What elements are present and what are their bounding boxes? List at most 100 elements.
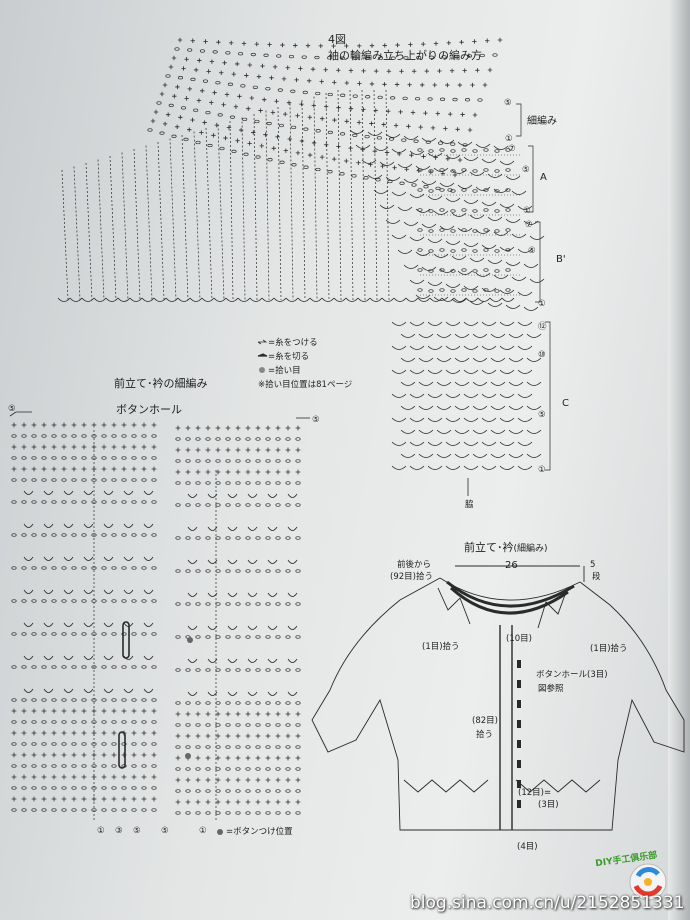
dc-column — [205, 127, 213, 301]
sc-stitch — [203, 39, 208, 44]
chain-stitch — [427, 97, 433, 101]
sc-stitch — [41, 752, 47, 758]
sc-stitch — [275, 733, 281, 739]
chain-stitch — [225, 635, 231, 639]
chain-loop — [409, 345, 425, 350]
chain-stitch — [195, 536, 201, 540]
chain-loop — [63, 490, 74, 495]
sc-stitch — [190, 117, 195, 123]
chain-loop — [227, 526, 238, 531]
chain-loop — [227, 559, 238, 564]
chain-loop — [481, 201, 497, 206]
chain-stitch — [121, 742, 127, 746]
chain-loop — [57, 297, 71, 302]
chain-stitch — [225, 51, 231, 55]
sc-stitch — [21, 774, 27, 780]
sc-stitch — [184, 96, 189, 101]
chain-loop — [427, 393, 443, 398]
chain-loop — [267, 526, 278, 531]
sc-stitch — [216, 40, 221, 45]
chain-loop — [526, 333, 542, 338]
chain-stitch — [461, 288, 467, 292]
chain-loop — [517, 248, 533, 253]
sc-stitch — [131, 444, 137, 450]
sc-stitch — [221, 102, 226, 107]
chain-stitch — [121, 786, 127, 790]
chain-stitch — [101, 808, 107, 812]
sc-stitch — [435, 111, 440, 116]
chain-stitch — [285, 668, 291, 672]
dc-column — [385, 89, 390, 301]
chain-stitch — [275, 536, 281, 540]
sc-stitch — [196, 98, 202, 103]
sc-stitch — [459, 40, 464, 45]
chain-stitch — [215, 635, 221, 639]
from-back-count: (92目)拾う — [390, 572, 433, 582]
chain-stitch — [245, 668, 251, 672]
chain-stitch — [61, 566, 67, 570]
sc-stitch — [356, 160, 361, 165]
schematic-buttonhole — [517, 680, 521, 688]
chain-stitch — [71, 599, 77, 603]
sc-stitch — [111, 708, 117, 714]
chain-loop — [143, 523, 154, 528]
chain-loop — [463, 242, 479, 247]
sc-stitch — [195, 777, 201, 783]
chain-stitch — [91, 533, 97, 537]
sc-stitch — [41, 466, 47, 472]
sc-stitch — [51, 752, 57, 758]
sc-stitch — [275, 799, 281, 805]
row-mark: ⑤ — [504, 98, 512, 108]
chain-stitch — [265, 701, 271, 705]
sc-stitch — [295, 755, 301, 761]
sc-stitch — [81, 730, 87, 736]
row-mark: ⑩ — [538, 350, 546, 360]
chain-stitch — [61, 698, 67, 702]
chain-stitch — [417, 208, 423, 212]
cardigan-outline — [311, 577, 685, 831]
dc-column — [169, 138, 177, 301]
chain-stitch — [340, 93, 346, 97]
chain-stitch — [21, 599, 27, 603]
chain-stitch — [131, 720, 137, 724]
sc-stitch — [185, 733, 191, 739]
chain-stitch — [235, 569, 241, 573]
chain-stitch — [101, 665, 107, 669]
chain-loop — [463, 393, 479, 398]
sc-stitch — [81, 752, 87, 758]
chain-stitch — [11, 632, 17, 636]
chain-stitch — [275, 723, 281, 727]
label-section-b: B' — [556, 254, 566, 265]
chain-loop — [369, 297, 383, 302]
chain-loop — [508, 405, 524, 410]
chain-stitch — [21, 478, 27, 482]
chain-stitch — [111, 500, 117, 504]
sc-stitch — [344, 119, 349, 124]
chain-stitch — [428, 55, 434, 59]
chain-stitch — [423, 185, 429, 189]
sc-stitch — [306, 78, 312, 84]
chain-loop — [477, 297, 491, 302]
chain-stitch — [121, 566, 127, 570]
sc-stitch — [275, 469, 281, 475]
chain-loop — [418, 333, 434, 338]
sc-stitch — [11, 422, 17, 428]
chain-loop — [227, 658, 238, 663]
chain-loop — [227, 493, 238, 498]
chain-loop — [436, 429, 452, 434]
sc-stitch — [61, 444, 67, 450]
chain-loop — [427, 152, 443, 157]
chain-stitch — [61, 500, 67, 504]
sc-stitch — [235, 138, 240, 143]
sc-stitch — [81, 422, 87, 428]
chain-loop — [472, 333, 488, 338]
chain-stitch — [450, 249, 456, 253]
chain-stitch — [168, 103, 174, 108]
chain-stitch — [245, 569, 251, 573]
chain-stitch — [11, 533, 17, 537]
chain-loop — [143, 556, 154, 561]
sc-stitch — [361, 68, 366, 74]
chain-stitch — [21, 786, 27, 790]
chain-stitch — [225, 789, 231, 793]
chain-stitch — [428, 209, 434, 213]
